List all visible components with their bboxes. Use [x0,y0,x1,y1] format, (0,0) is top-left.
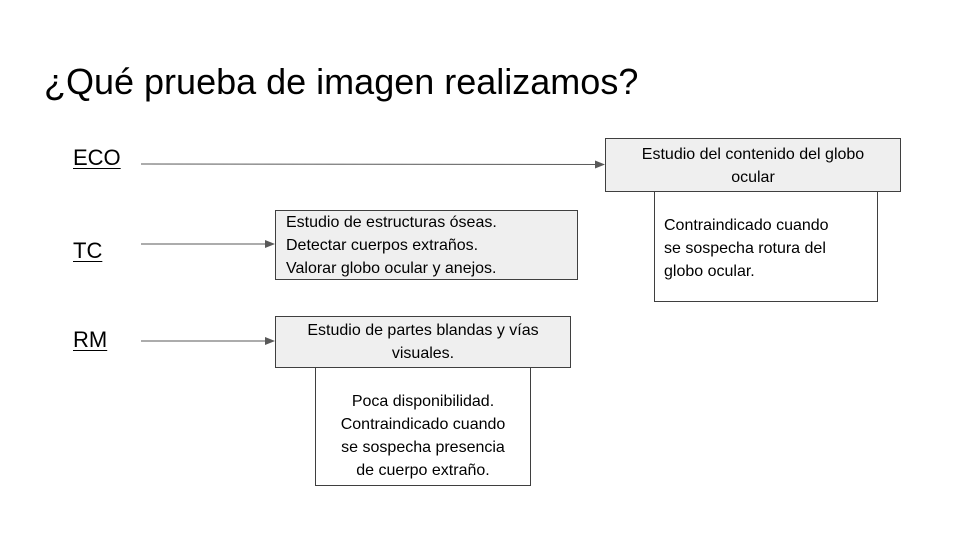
eco-note-box: Contraindicado cuando se sospecha rotura… [654,191,878,302]
rm-link[interactable]: RM [73,327,108,352]
tc-description-box: Estudio de estructuras óseas. Detectar c… [275,210,578,280]
eco-description-line: ocular [731,169,775,186]
eco-note-line: globo ocular. [664,263,755,280]
rm-note-line: de cuerpo extraño. [356,462,490,479]
tc-description-line: Valorar globo ocular y anejos. [286,260,497,277]
rm-note-line: Poca disponibilidad. [351,393,495,410]
slide-title: ¿Qué prueba de imagen realizamos? [44,61,639,102]
rm-note-line: Contraindicado cuando [340,416,506,433]
eco-link[interactable]: ECO [73,145,121,170]
rm-note-line: se sospecha presencia [341,439,505,456]
eco-description-line: Estudio del contenido del globo [641,146,865,163]
rm-note-box: Poca disponibilidad. Contraindicado cuan… [315,367,531,486]
eco-description-box: Estudio del contenido del globo ocular [605,138,901,192]
tc-description-line: Estudio de estructuras óseas. [286,214,497,231]
tc-link[interactable]: TC [73,238,103,263]
eco-note-line: Contraindicado cuando [664,217,829,234]
rm-description-line: Estudio de partes blandas y vías [307,322,539,339]
eco-arrow [140,160,605,169]
rm-description-box: Estudio de partes blandas y vías visuale… [275,316,571,368]
rm-description-line: visuales. [391,345,455,362]
eco-note-line: se sospecha rotura del [664,240,826,257]
tc-description-line: Detectar cuerpos extraños. [286,237,479,254]
